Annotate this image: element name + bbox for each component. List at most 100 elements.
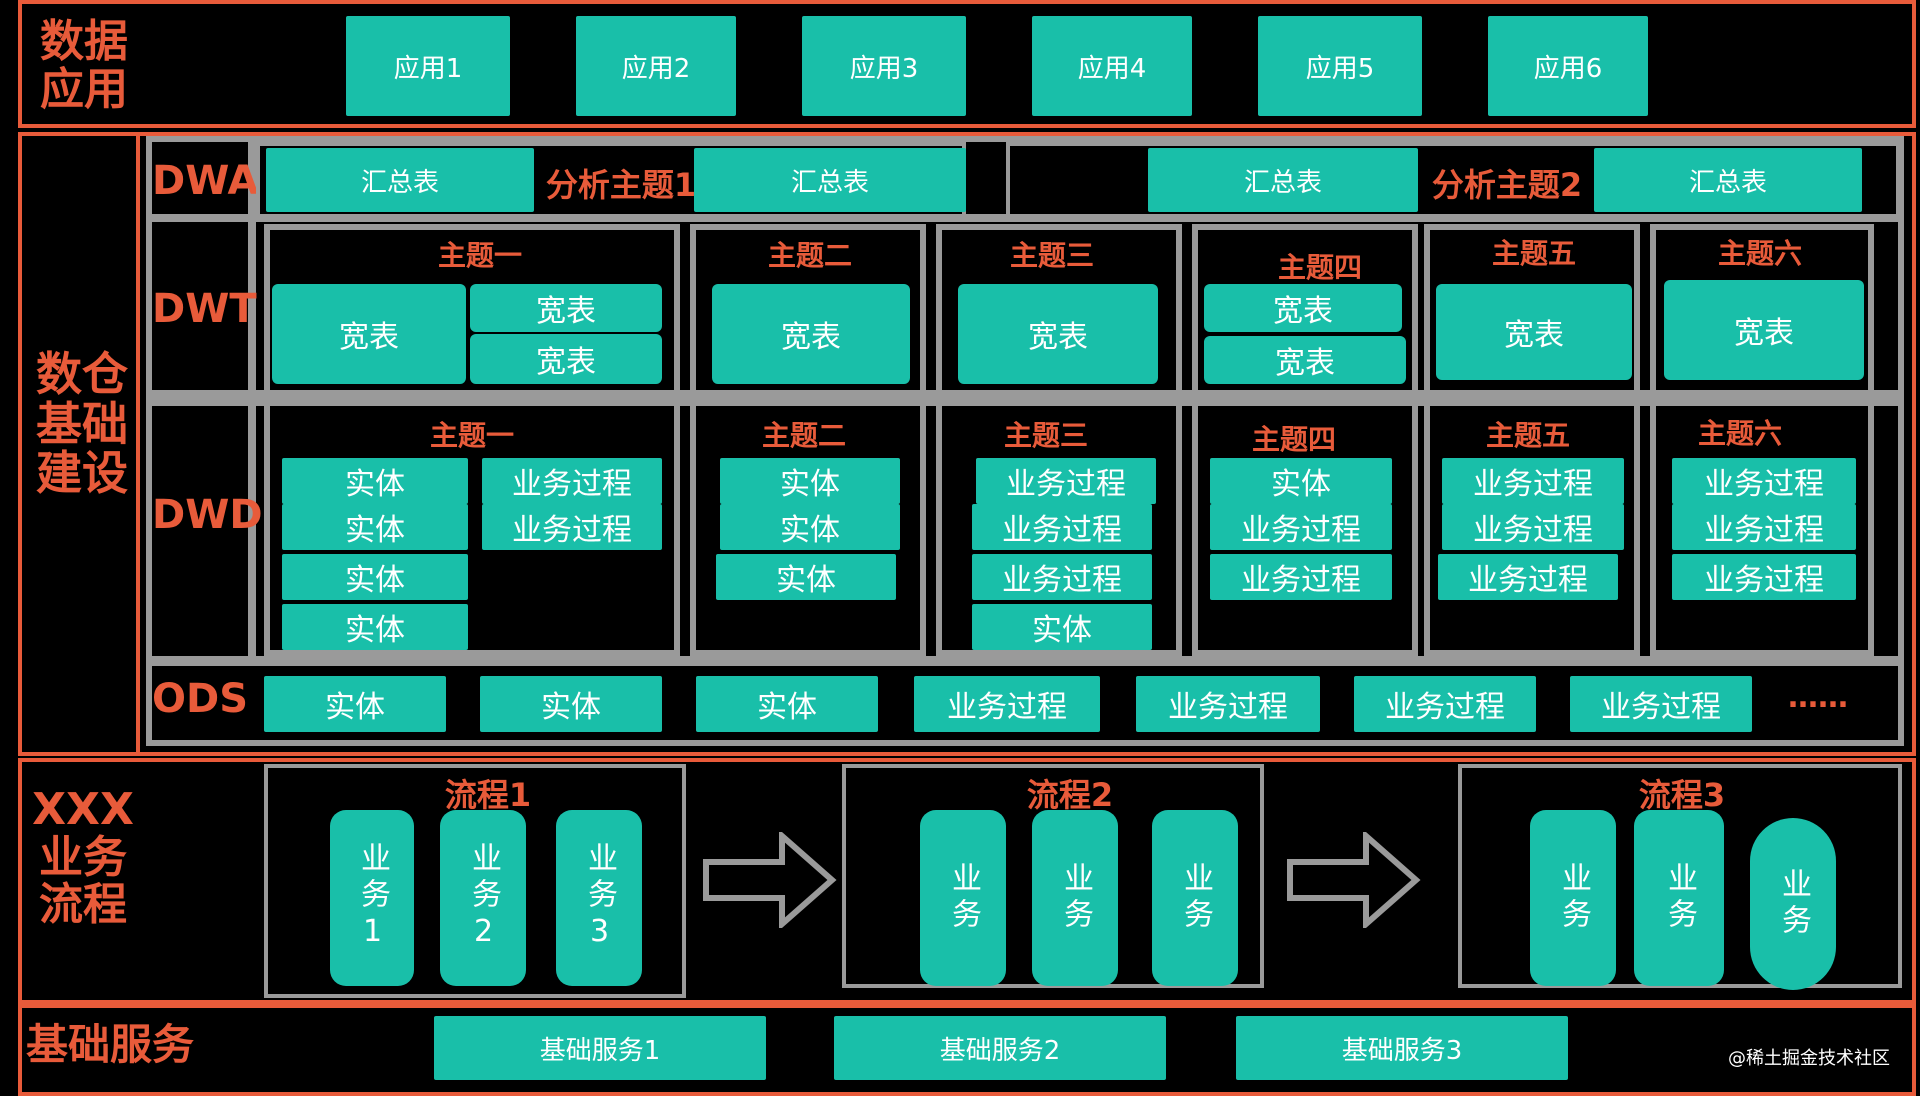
flow-3-item-2[interactable]: 业务 xyxy=(1634,810,1724,986)
dwd-5-process-3[interactable]: 业务过程 xyxy=(1438,554,1618,600)
dwd-label: DWD xyxy=(152,492,263,538)
app-2-button[interactable]: 应用2 xyxy=(576,16,736,116)
flow-1-item-1[interactable]: 业务1 xyxy=(330,810,414,986)
dwd-5-process-1[interactable]: 业务过程 xyxy=(1442,458,1624,504)
ods-item-4[interactable]: 业务过程 xyxy=(914,676,1100,732)
dwd-2-entity-2[interactable]: 实体 xyxy=(720,504,900,550)
flow-2-item-2[interactable]: 业务 xyxy=(1032,810,1118,986)
dwd-4-process-2[interactable]: 业务过程 xyxy=(1210,554,1392,600)
dwd-1-entity-4[interactable]: 实体 xyxy=(282,604,468,650)
ods-item-2[interactable]: 实体 xyxy=(480,676,662,732)
dwd-1-entity-3[interactable]: 实体 xyxy=(282,554,468,600)
dwa-analysis-topic-2: 分析主题2 xyxy=(1431,166,1583,204)
dwa-summary-1[interactable]: 汇总表 xyxy=(266,148,534,212)
dwd-topic-5: 主题五 xyxy=(1485,419,1570,452)
ods-item-3[interactable]: 实体 xyxy=(696,676,878,732)
topic-col-3 xyxy=(936,224,1182,656)
flow-2-name: 流程2 xyxy=(1026,776,1114,814)
layers-frame xyxy=(146,136,1904,746)
app-1-button[interactable]: 应用1 xyxy=(346,16,510,116)
warehouse-divider xyxy=(136,136,140,752)
flow-1-item-2[interactable]: 业务2 xyxy=(440,810,526,986)
topic-col-2 xyxy=(690,224,926,656)
dwd-6-process-1[interactable]: 业务过程 xyxy=(1672,458,1856,504)
dwd-4-process-1[interactable]: 业务过程 xyxy=(1210,504,1392,550)
flow-2-frame xyxy=(842,764,1264,988)
dwd-topic-4: 主题四 xyxy=(1251,423,1336,456)
dwd-1-process-1[interactable]: 业务过程 xyxy=(482,458,662,504)
dwd-3-process-3[interactable]: 业务过程 xyxy=(972,554,1152,600)
app-6-button[interactable]: 应用6 xyxy=(1488,16,1648,116)
flow-1-name: 流程1 xyxy=(444,776,532,814)
ods-more-ellipsis: …… xyxy=(1788,680,1848,715)
flow-3-item-1[interactable]: 业务 xyxy=(1530,810,1616,986)
dwd-2-entity-1[interactable]: 实体 xyxy=(720,458,900,504)
flow-3-name: 流程3 xyxy=(1638,776,1726,814)
dwd-separator xyxy=(150,656,1900,666)
dwa-summary-3[interactable]: 汇总表 xyxy=(1148,148,1418,212)
dwd-1-entity-2[interactable]: 实体 xyxy=(282,504,468,550)
dwt-topic-2: 主题二 xyxy=(767,239,852,272)
dwt-topic-4: 主题四 xyxy=(1277,251,1362,284)
dwa-separator xyxy=(150,214,1900,222)
warehouse-section xyxy=(18,132,1916,756)
business-label: XXX 业务 流程 xyxy=(32,784,134,931)
dwd-5-process-2[interactable]: 业务过程 xyxy=(1442,504,1624,550)
dwt-topic-1: 主题一 xyxy=(437,239,522,272)
topic-col-1 xyxy=(264,224,680,656)
dwt-wide-2[interactable]: 宽表 xyxy=(712,284,910,384)
layer-label-separator xyxy=(248,136,256,666)
dwa-summary-4[interactable]: 汇总表 xyxy=(1594,148,1862,212)
dwd-4-entity-1[interactable]: 实体 xyxy=(1210,458,1392,504)
flow-3-item-3[interactable]: 业务 xyxy=(1750,818,1836,990)
app-4-button[interactable]: 应用4 xyxy=(1032,16,1192,116)
base-service-2[interactable]: 基础服务2 xyxy=(834,1016,1166,1080)
data-app-section xyxy=(18,0,1916,128)
topic-col-4 xyxy=(1192,224,1418,656)
dwd-6-process-3[interactable]: 业务过程 xyxy=(1672,554,1856,600)
dwd-topic-6: 主题六 xyxy=(1697,417,1782,450)
flow-3-frame xyxy=(1458,764,1902,988)
dwt-label: DWT xyxy=(152,286,257,332)
dwt-topic-3: 主题三 xyxy=(1009,239,1094,272)
ods-item-5[interactable]: 业务过程 xyxy=(1136,676,1320,732)
dwt-wide-3[interactable]: 宽表 xyxy=(958,284,1158,384)
dwt-wide-4a[interactable]: 宽表 xyxy=(1204,284,1402,332)
dwd-1-process-2[interactable]: 业务过程 xyxy=(482,504,662,550)
ods-item-6[interactable]: 业务过程 xyxy=(1354,676,1536,732)
dwa-analysis-topic-1: 分析主题1 xyxy=(545,166,697,204)
business-section xyxy=(18,758,1916,1004)
ods-item-7[interactable]: 业务过程 xyxy=(1570,676,1752,732)
dwt-wide-4b[interactable]: 宽表 xyxy=(1204,336,1406,384)
dwt-wide-1b[interactable]: 宽表 xyxy=(470,284,662,332)
dwt-wide-1a[interactable]: 宽表 xyxy=(272,284,466,384)
flow-1-item-3[interactable]: 业务3 xyxy=(556,810,642,986)
dwt-wide-5[interactable]: 宽表 xyxy=(1436,284,1632,380)
dwd-6-process-2[interactable]: 业务过程 xyxy=(1672,504,1856,550)
base-service-label: 基础服务 xyxy=(26,1020,195,1069)
flow-2-item-1[interactable]: 业务 xyxy=(920,810,1006,986)
flow-2-item-3[interactable]: 业务 xyxy=(1152,810,1238,986)
base-service-section xyxy=(18,1004,1916,1096)
dwt-topic-6: 主题六 xyxy=(1717,237,1802,270)
topic-col-5 xyxy=(1424,224,1640,656)
dwd-topic-2: 主题二 xyxy=(761,419,846,452)
base-service-1[interactable]: 基础服务1 xyxy=(434,1016,766,1080)
dwd-3-process-1[interactable]: 业务过程 xyxy=(976,458,1156,504)
dwa-label: DWA xyxy=(152,158,259,204)
base-service-3[interactable]: 基础服务3 xyxy=(1236,1016,1568,1080)
dwt-wide-6[interactable]: 宽表 xyxy=(1664,280,1864,380)
flow-arrow-right-icon-2 xyxy=(1286,832,1422,928)
watermark: @稀土掘金技术社区 xyxy=(1728,1048,1890,1069)
dwt-wide-1c[interactable]: 宽表 xyxy=(470,334,662,384)
dwd-3-process-2[interactable]: 业务过程 xyxy=(972,504,1152,550)
dwd-2-entity-3[interactable]: 实体 xyxy=(716,554,896,600)
app-5-button[interactable]: 应用5 xyxy=(1258,16,1422,116)
dwd-1-entity-1[interactable]: 实体 xyxy=(282,458,468,504)
dwd-topic-1: 主题一 xyxy=(429,419,514,452)
dwd-3-entity-1[interactable]: 实体 xyxy=(972,604,1152,650)
app-3-button[interactable]: 应用3 xyxy=(802,16,966,116)
ods-item-1[interactable]: 实体 xyxy=(264,676,446,732)
topic-col-6 xyxy=(1650,224,1874,656)
dwa-summary-2[interactable]: 汇总表 xyxy=(694,148,966,212)
